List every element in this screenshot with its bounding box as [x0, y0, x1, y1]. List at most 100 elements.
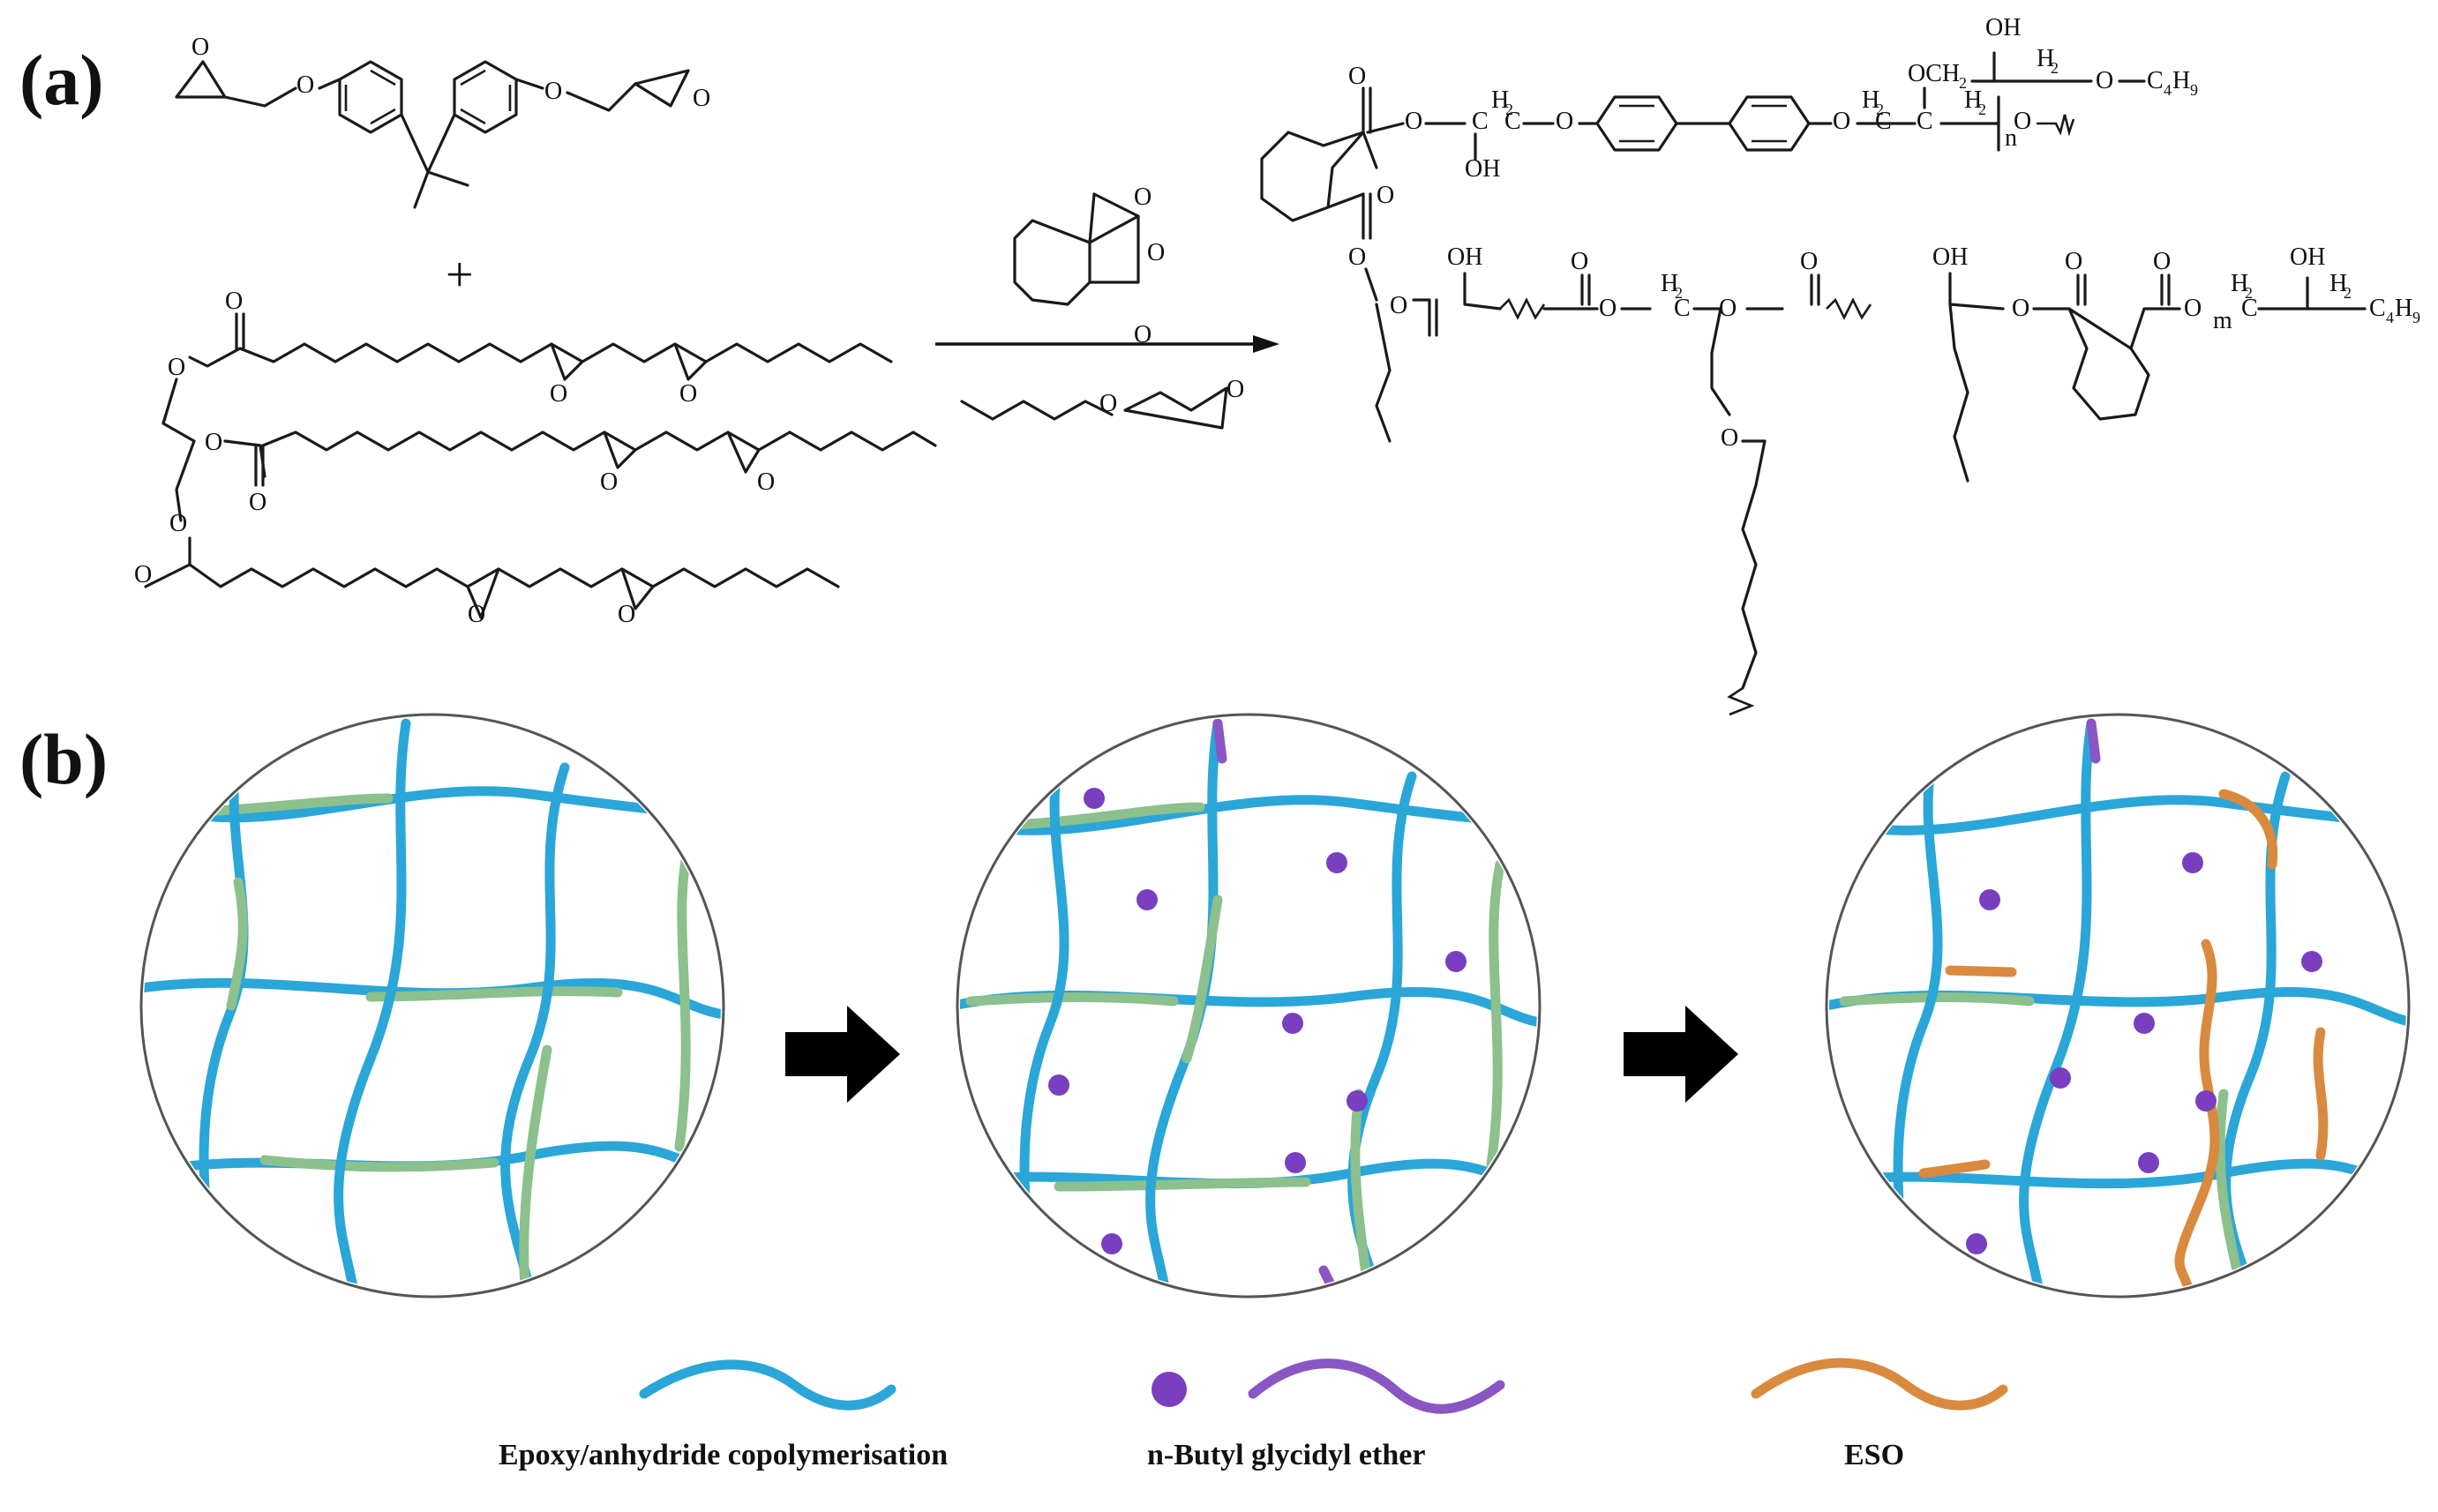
dgeba-structure: O O O O: [175, 34, 710, 209]
svg-text:C: C: [1875, 108, 1892, 135]
svg-text:H: H: [1491, 86, 1509, 114]
svg-text:C: C: [2369, 295, 2386, 322]
svg-text:O: O: [2184, 295, 2202, 322]
svg-text:O: O: [168, 354, 185, 381]
svg-text:O: O: [1556, 108, 1573, 135]
svg-text:O: O: [550, 380, 567, 408]
legend-label-copolymer: Epoxy/anhydride copolymerisation: [499, 1439, 948, 1471]
svg-text:OH: OH: [1932, 243, 1968, 271]
svg-text:H: H: [2395, 295, 2412, 322]
bge-structure: O O: [960, 376, 1244, 430]
eso-structure: O O O O O O O O O O O O: [134, 288, 937, 628]
svg-text:O: O: [296, 71, 314, 99]
svg-text:H: H: [2172, 67, 2190, 94]
svg-text:H: H: [2231, 270, 2248, 297]
svg-text:2: 2: [2245, 284, 2253, 302]
svg-text:m: m: [2213, 307, 2232, 334]
svg-text:O: O: [2096, 67, 2113, 94]
panel-label-a: (a): [19, 40, 104, 120]
svg-text:O: O: [2014, 108, 2031, 135]
svg-text:O: O: [1099, 390, 1117, 417]
svg-text:9: 9: [2412, 309, 2420, 326]
svg-text:O: O: [1147, 239, 1165, 266]
svg-text:OH: OH: [1465, 155, 1500, 183]
network-circle-2: [956, 713, 1542, 1299]
svg-text:O: O: [679, 380, 697, 408]
svg-text:2: 2: [1876, 101, 1884, 118]
svg-text:C: C: [1504, 108, 1521, 135]
svg-text:O: O: [2065, 248, 2082, 275]
mthpa-structure: O O O: [1013, 183, 1165, 348]
legend-item-eso: ESO: [1751, 1358, 2008, 1471]
svg-text:H: H: [1661, 270, 1678, 297]
svg-text:O: O: [468, 601, 485, 628]
legend-item-bge: n-Butyl glycidyl ether: [1147, 1359, 1505, 1471]
svg-text:O: O: [618, 601, 635, 628]
svg-text:H: H: [1862, 86, 1879, 114]
svg-text:n: n: [2005, 124, 2017, 152]
svg-text:O: O: [1800, 248, 1818, 275]
svg-text:2: 2: [1505, 101, 1513, 118]
svg-text:O: O: [600, 468, 618, 496]
svg-text:O: O: [1134, 321, 1151, 348]
svg-text:C: C: [2241, 295, 2258, 322]
svg-text:2: 2: [1978, 101, 1986, 118]
svg-text:O: O: [205, 429, 222, 456]
svg-text:2: 2: [1675, 284, 1683, 302]
svg-text:O: O: [1134, 183, 1151, 211]
svg-text:2: 2: [2051, 59, 2059, 77]
legend-item-copolymer: Epoxy/anhydride copolymerisation: [499, 1359, 948, 1471]
svg-text:9: 9: [2190, 81, 2198, 99]
reaction-arrow: [935, 335, 1279, 353]
svg-text:H: H: [1964, 86, 1982, 114]
svg-text:O: O: [693, 85, 710, 112]
svg-text:O: O: [1833, 108, 1850, 135]
svg-text:O: O: [1721, 424, 1738, 452]
legend-label-eso: ESO: [1844, 1439, 1904, 1471]
plus-sign: +: [446, 248, 474, 303]
svg-text:O: O: [1348, 63, 1366, 90]
svg-text:O: O: [191, 34, 209, 61]
svg-text:2: 2: [2344, 284, 2352, 302]
panel-label-b: (b): [19, 719, 108, 799]
svg-text:O: O: [1348, 243, 1366, 271]
svg-text:O: O: [249, 489, 266, 516]
svg-text:OH: OH: [1985, 14, 2021, 41]
svg-text:2: 2: [1959, 74, 1967, 92]
product-structure: O O C OH H 2 C O O H 2 C C OCH 2 OH H 2 …: [1260, 14, 2420, 716]
svg-text:O: O: [134, 561, 152, 588]
svg-text:O: O: [1719, 295, 1737, 322]
svg-text:O: O: [1227, 376, 1244, 403]
svg-text:O: O: [225, 288, 243, 315]
svg-text:O: O: [1377, 182, 1394, 209]
svg-text:C: C: [1674, 295, 1691, 322]
svg-text:OH: OH: [1447, 243, 1482, 271]
svg-text:O: O: [1390, 292, 1407, 319]
network-circle-3: [1825, 713, 2411, 1299]
svg-text:OCH: OCH: [1908, 60, 1960, 87]
svg-text:O: O: [1599, 295, 1617, 322]
network-circle-1: [139, 713, 725, 1299]
bge-bead-icon: [1151, 1372, 1187, 1407]
svg-text:O: O: [1571, 248, 1588, 275]
legend-label-bge: n-Butyl glycidyl ether: [1147, 1439, 1425, 1471]
svg-text:OH: OH: [2290, 243, 2325, 271]
svg-text:O: O: [757, 468, 775, 496]
process-arrow-icon: [785, 1006, 900, 1103]
svg-text:4: 4: [2164, 81, 2172, 99]
svg-text:C: C: [1472, 108, 1489, 135]
svg-text:4: 4: [2386, 309, 2394, 326]
svg-text:H: H: [2329, 270, 2347, 297]
svg-text:C: C: [1917, 108, 1933, 135]
svg-text:O: O: [544, 78, 562, 105]
svg-text:H: H: [2037, 45, 2054, 72]
svg-text:O: O: [2012, 295, 2029, 322]
svg-text:O: O: [169, 510, 187, 537]
svg-text:O: O: [2153, 248, 2171, 275]
process-arrow-icon: [1624, 1006, 1738, 1103]
svg-text:C: C: [2147, 67, 2164, 94]
svg-text:O: O: [1405, 108, 1422, 135]
legend: Epoxy/anhydride copolymerisation n-Butyl…: [499, 1358, 2008, 1471]
